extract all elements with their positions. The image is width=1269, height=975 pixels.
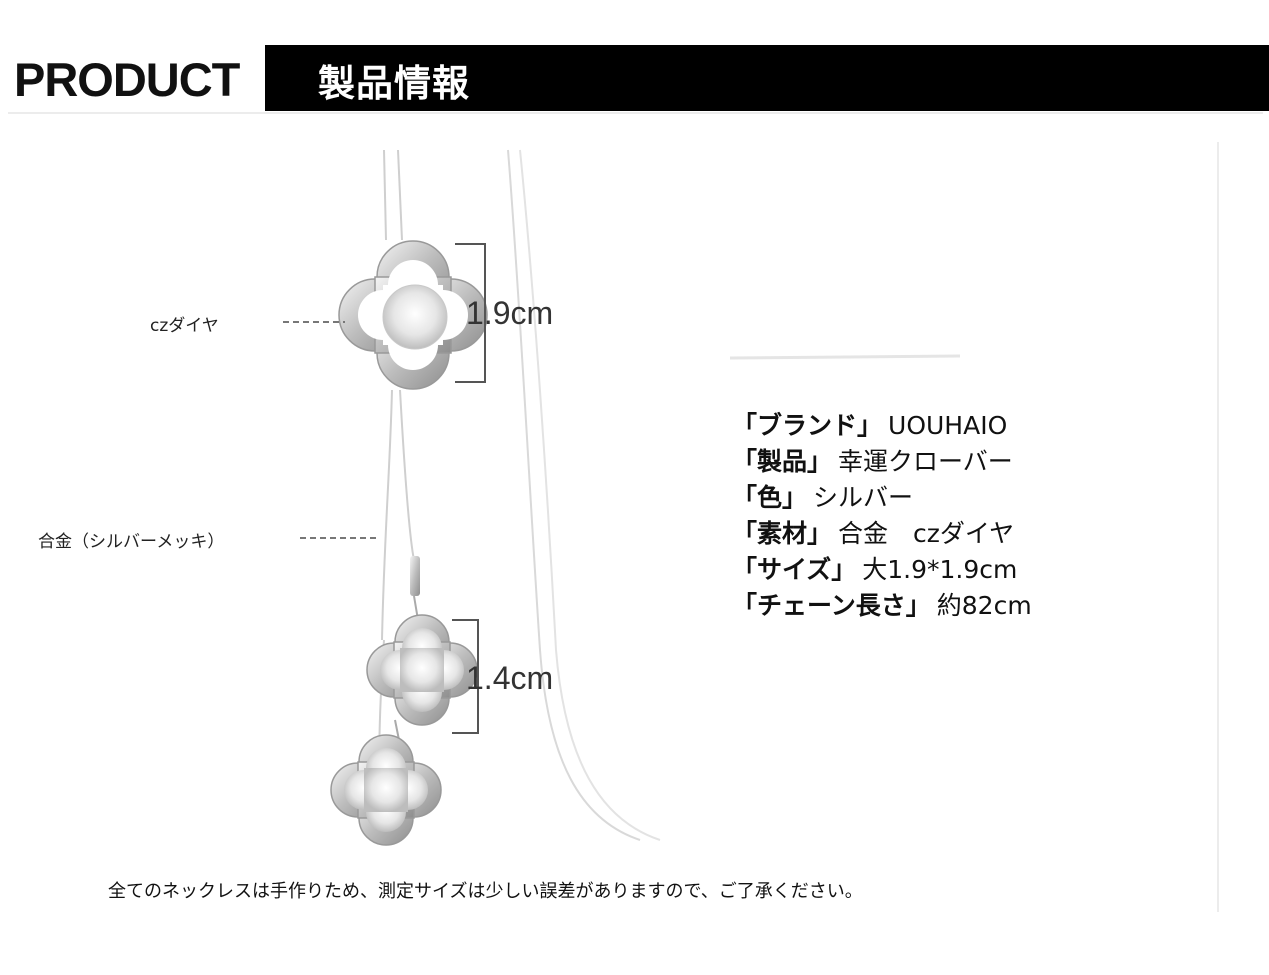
spec-row-size: 「サイズ」大1.9*1.9cm (732, 552, 1032, 588)
dimension-bracket-large (455, 243, 486, 383)
chain-end-cap (410, 556, 420, 596)
dimension-small-label: 1.4cm (466, 660, 554, 696)
spec-value: 大1.9*1.9cm (862, 555, 1018, 584)
spec-row-color: 「色」シルバー (732, 480, 1032, 516)
spec-list: 「ブランド」UOUHAIO 「製品」幸運クローバー 「色」シルバー 「素材」合金… (732, 408, 1032, 624)
dimension-bracket-small (452, 619, 479, 734)
spec-key: 「サイズ」 (732, 555, 857, 584)
small-clover-pendant (330, 734, 442, 846)
callout-stone-label: czダイヤ (150, 316, 219, 336)
spec-row-brand: 「ブランド」UOUHAIO (732, 408, 1032, 444)
divider (729, 354, 961, 360)
page-title: 製品情報 (318, 62, 470, 105)
frame-top-edge (8, 112, 1263, 114)
spec-value: 幸運クローバー (838, 447, 1013, 476)
dimension-large-label: 1.9cm (466, 295, 554, 331)
product-image-frame (8, 112, 1263, 962)
spec-row-chain-length: 「チェーン長さ」約82cm (732, 588, 1032, 624)
spec-key: 「チェーン長さ」 (732, 591, 931, 620)
large-clover-pendant (338, 240, 488, 390)
title-bar: 製品情報 (265, 45, 1269, 111)
spec-row-product: 「製品」幸運クローバー (732, 444, 1032, 480)
spec-value: シルバー (813, 483, 914, 512)
spec-value: 約82cm (936, 591, 1032, 620)
spec-row-material: 「素材」合金 czダイヤ (732, 516, 1032, 552)
footer-note: 全てのネックレスは手作りため、測定サイズは少しい誤差がありますので、ご了承くださ… (108, 881, 863, 902)
product-heading: PRODUCT (14, 53, 240, 106)
small-clover-pendant (366, 614, 478, 726)
spec-key: 「素材」 (732, 519, 833, 548)
frame-right-edge (1217, 142, 1219, 912)
spec-key: 「ブランド」 (732, 411, 883, 440)
spec-value: UOUHAIO (888, 411, 1008, 440)
spec-key: 「色」 (732, 483, 808, 512)
spec-value: 合金 czダイヤ (838, 519, 1015, 548)
callout-alloy-label: 合金（シルバーメッキ） (38, 532, 225, 552)
spec-key: 「製品」 (732, 447, 833, 476)
